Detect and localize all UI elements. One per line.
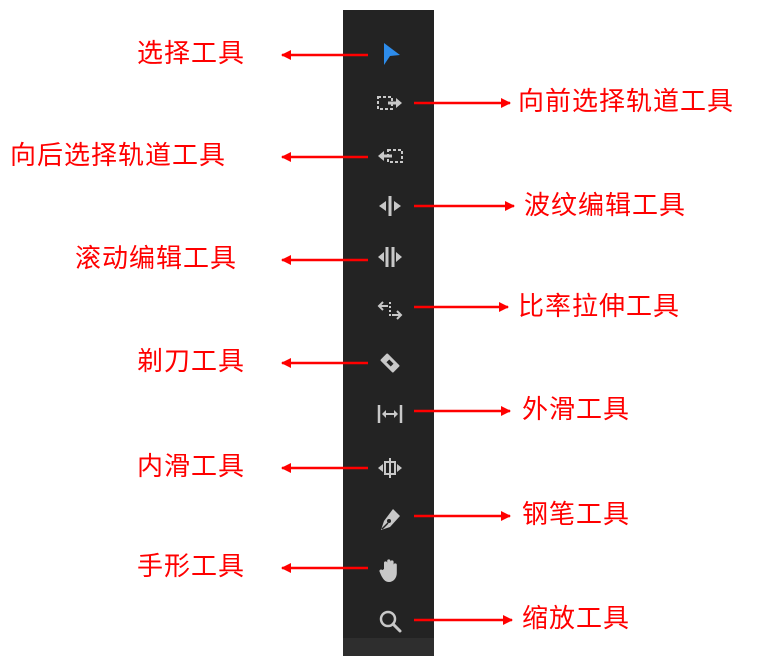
- label-hand-tool: 手形工具: [137, 552, 246, 582]
- label-zoom-tool: 缩放工具: [522, 604, 631, 634]
- razor-icon: [380, 353, 400, 373]
- slip-tool-button[interactable]: [370, 397, 410, 431]
- label-selection-tool: 选择工具: [137, 39, 246, 69]
- razor-tool-button[interactable]: [370, 346, 410, 380]
- label-track-select-backward-tool: 向后选择轨道工具: [10, 141, 227, 171]
- slip-icon: [377, 405, 403, 423]
- label-razor-tool: 剃刀工具: [137, 347, 246, 377]
- ripple-edit-icon: [379, 196, 401, 216]
- label-rate-stretch-tool: 比率拉伸工具: [518, 292, 681, 322]
- rate-stretch-tool-button[interactable]: [370, 293, 410, 327]
- pen-tool-button[interactable]: [370, 502, 410, 536]
- track-select-forward-tool-button[interactable]: [370, 86, 410, 120]
- label-slip-tool: 外滑工具: [522, 395, 631, 425]
- zoom-icon: [379, 610, 402, 633]
- rolling-edit-icon: [378, 247, 402, 267]
- track-select-backward-icon: [378, 149, 403, 163]
- label-track-select-forward-tool: 向前选择轨道工具: [518, 87, 735, 117]
- label-rolling-edit-tool: 滚动编辑工具: [75, 244, 238, 274]
- zoom-tool-button[interactable]: [370, 604, 410, 638]
- label-ripple-edit-tool: 波纹编辑工具: [524, 191, 687, 221]
- track-select-backward-tool-button[interactable]: [370, 139, 410, 173]
- selection-tool-button[interactable]: [370, 37, 410, 71]
- slide-tool-button[interactable]: [370, 451, 410, 485]
- rate-stretch-icon: [377, 301, 403, 320]
- rolling-edit-tool-button[interactable]: [370, 240, 410, 274]
- pen-icon: [381, 509, 400, 530]
- hand-icon: [379, 559, 397, 582]
- label-slide-tool: 内滑工具: [137, 452, 246, 482]
- track-select-forward-icon: [377, 96, 402, 110]
- hand-tool-button[interactable]: [370, 553, 410, 587]
- slide-icon: [378, 458, 402, 478]
- label-pen-tool: 钢笔工具: [522, 500, 631, 530]
- ripple-edit-tool-button[interactable]: [370, 189, 410, 223]
- selection-arrow-icon: [384, 43, 400, 65]
